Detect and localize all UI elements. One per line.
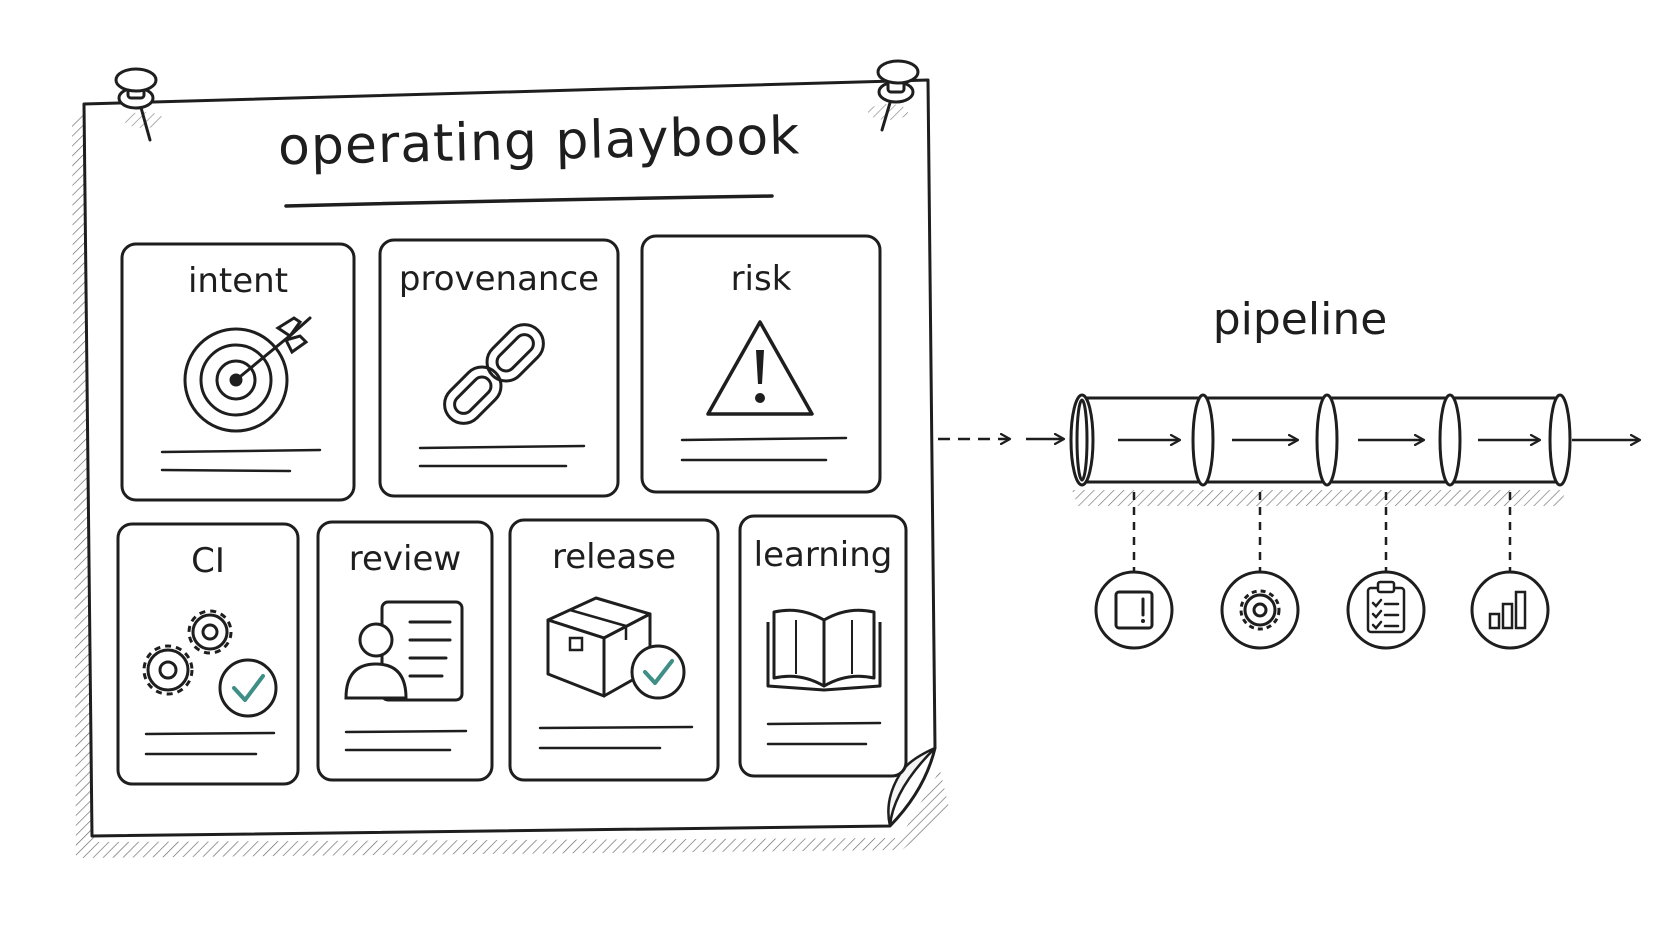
card-learning: [738, 514, 908, 778]
card-title-provenance: provenance: [398, 259, 600, 299]
board-title: operating playbook: [277, 106, 801, 178]
card-title-intent: intent: [187, 261, 289, 301]
board-title-underline: [284, 194, 774, 208]
card-title-learning: learning: [753, 535, 893, 575]
stage-connectors: [1132, 492, 1512, 572]
card-title-release: release: [552, 537, 676, 577]
board-curl: [887, 746, 937, 828]
card-intent: [120, 242, 356, 502]
playbook-board: [72, 59, 950, 858]
bar-chart-icon: [1470, 570, 1550, 650]
person-profile-card-icon: [344, 600, 464, 702]
chain-link-icon: [443, 323, 545, 425]
warning-triangle-icon: [706, 320, 814, 416]
gear-icon: [1220, 570, 1300, 650]
card-title-review: review: [348, 539, 462, 579]
alert-square-icon: [1094, 570, 1174, 650]
card-title-ci: CI: [191, 541, 225, 581]
pushpin-left-icon: [114, 67, 164, 142]
pipeline-joints: [1069, 393, 1572, 487]
card-review: [316, 520, 494, 782]
gears-with-check-icon: [142, 609, 278, 718]
pipeline-title: pipeline: [1212, 294, 1388, 345]
pipeline-shadow: [1072, 490, 1566, 506]
checklist-clipboard-icon: [1346, 570, 1426, 650]
card-risk: [640, 234, 882, 494]
target-with-arrow-icon: [183, 316, 312, 433]
open-book-icon: [766, 608, 882, 692]
card-release: [508, 518, 720, 782]
card-ci: [116, 522, 300, 786]
card-title-risk: risk: [730, 259, 792, 299]
pushpin-right-icon: [868, 59, 920, 132]
pipeline: [1069, 393, 1640, 506]
box-with-check-icon: [546, 596, 686, 700]
card-provenance: [378, 238, 620, 498]
